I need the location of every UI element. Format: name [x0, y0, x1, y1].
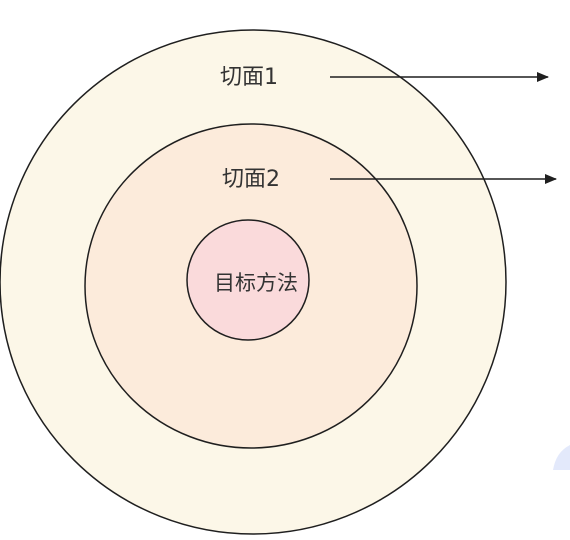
target-method-circle — [186, 219, 310, 341]
outer-aspect-label: 切面1 — [220, 65, 278, 90]
target-method-label: 目标方法 — [214, 271, 298, 295]
middle-aspect-label: 切面2 — [222, 167, 280, 192]
corner-accent-shape — [553, 445, 570, 470]
